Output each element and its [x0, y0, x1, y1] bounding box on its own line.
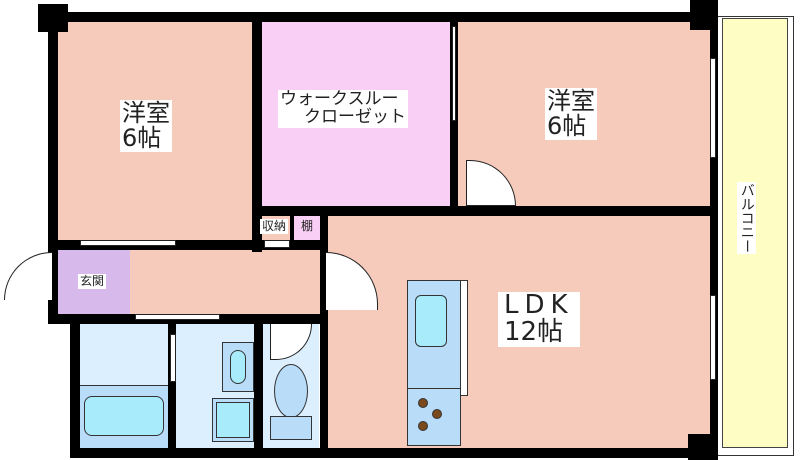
shelf [294, 216, 322, 240]
closet-label: ウォークスルー クローゼット [278, 90, 408, 128]
shelf-label: 棚 [301, 219, 314, 233]
bathroom-door[interactable] [170, 334, 176, 382]
storage-label: 収納 [260, 219, 289, 234]
wall [168, 324, 176, 448]
corner-post [38, 4, 68, 32]
toilet-tank [270, 416, 312, 440]
balcony-label: バルコニー [737, 182, 756, 254]
stove-burner [418, 398, 428, 408]
stove-burner [418, 421, 428, 431]
corridor [128, 248, 328, 314]
kitchen-panel [460, 280, 468, 396]
wall [48, 240, 328, 250]
wall [320, 214, 328, 450]
entrance-door[interactable] [4, 252, 52, 300]
bathtub [84, 396, 164, 436]
window [80, 240, 176, 246]
window [135, 314, 220, 320]
toilet-bowl [274, 364, 308, 418]
wall-bottom [70, 448, 718, 458]
room-size: 6帖 [547, 112, 587, 141]
stove-burner [432, 409, 442, 419]
room-name: 洋室 [547, 87, 595, 115]
wall-top [44, 12, 718, 22]
wall [252, 12, 262, 252]
window [710, 58, 716, 158]
wall-right [710, 12, 718, 458]
wall [290, 216, 294, 242]
room-size: 6帖 [122, 124, 162, 153]
washbasin-bowl [230, 350, 246, 384]
closet-label-line2: クローゼット [304, 106, 406, 127]
storage-door[interactable] [264, 240, 290, 248]
stove-divider [407, 388, 461, 389]
window [710, 295, 716, 380]
western-room-2-label: 洋室 6帖 [545, 87, 597, 141]
wall [262, 206, 712, 216]
western-room-1-label: 洋室 6帖 [120, 99, 172, 153]
washing-machine-drum [216, 402, 250, 438]
window [452, 26, 456, 121]
wall [254, 324, 263, 448]
kitchen-sink [415, 295, 447, 347]
room-size: 12帖 [504, 317, 564, 348]
room-name: LDK [504, 290, 574, 320]
closet-label-line1: ウォークスルー [280, 89, 399, 109]
wall-left [48, 12, 58, 318]
entrance-label: 玄関 [78, 274, 107, 289]
room-name: 洋室 [122, 99, 170, 127]
wall [70, 314, 80, 458]
ldk-label: LDK 12帖 [498, 290, 580, 348]
